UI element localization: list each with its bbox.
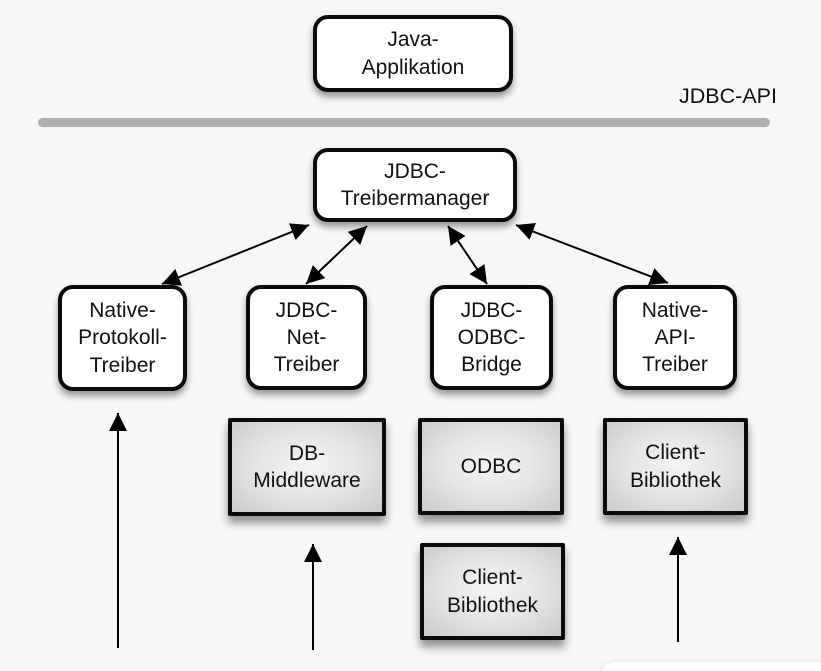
clipped-white-box (601, 662, 821, 671)
client-bibliothek-odbc-box: Client- Bibliothek (420, 543, 565, 640)
db-middleware-box: DB- Middleware (228, 418, 386, 516)
arrow-treibermanager-native-protokoll (161, 223, 310, 286)
jdbc-odbc-bridge-box: JDBC- ODBC- Bridge (430, 285, 553, 390)
arrow-treibermanager-jdbc-odbc (447, 225, 488, 285)
box-label-line: Java- (387, 28, 439, 52)
box-label-line: Treiber (642, 353, 708, 377)
box-label-line: DB- (288, 441, 326, 465)
box-label-line: Middleware (253, 469, 361, 492)
box-label-line: Bridge (461, 353, 522, 377)
box-label-line: Native- (641, 298, 709, 322)
box-label-line: Client- (462, 566, 523, 590)
box-label-line: Treiber (273, 353, 340, 377)
box-label-line: Client- (645, 441, 706, 465)
java-applikation-box: Java- Applikation (313, 15, 513, 92)
box-label-line: Native- (89, 299, 156, 323)
jdbc-treibermanager-box: JDBC- Treibermanager (313, 148, 517, 222)
box-label-line: JDBC- (384, 159, 446, 183)
box-label-line: ODBC (460, 454, 522, 478)
box-label-line: Protokoll- (78, 326, 167, 350)
native-api-treiber-box: Native- API- Treiber (613, 285, 737, 390)
box-label-line: API- (654, 325, 696, 349)
box-label-line: JDBC- (275, 298, 338, 322)
box-label-line: Bibliothek (629, 468, 722, 492)
box-label-line: ODBC- (457, 325, 526, 349)
jdbc-api-separator-line (38, 118, 770, 127)
box-label-line: Treibermanager (340, 187, 490, 210)
native-protokoll-treiber-box: Native- Protokoll- Treiber (58, 285, 187, 391)
arrow-treibermanager-native-api (515, 223, 669, 285)
box-label-line: Treiber (89, 353, 156, 377)
odbc-box: ODBC (418, 418, 564, 515)
jdbc-net-treiber-box: JDBC- Net- Treiber (246, 285, 367, 390)
box-label-line: Bibliothek (446, 593, 539, 617)
box-label-line: Applikation (361, 55, 465, 79)
box-label-line: JDBC- (460, 298, 523, 322)
client-bibliothek-native-box: Client- Bibliothek (603, 418, 748, 515)
jdbc-api-label: JDBC-API (679, 84, 777, 108)
arrow-treibermanager-jdbc-net (305, 225, 368, 285)
box-label-line: Net- (286, 325, 327, 349)
